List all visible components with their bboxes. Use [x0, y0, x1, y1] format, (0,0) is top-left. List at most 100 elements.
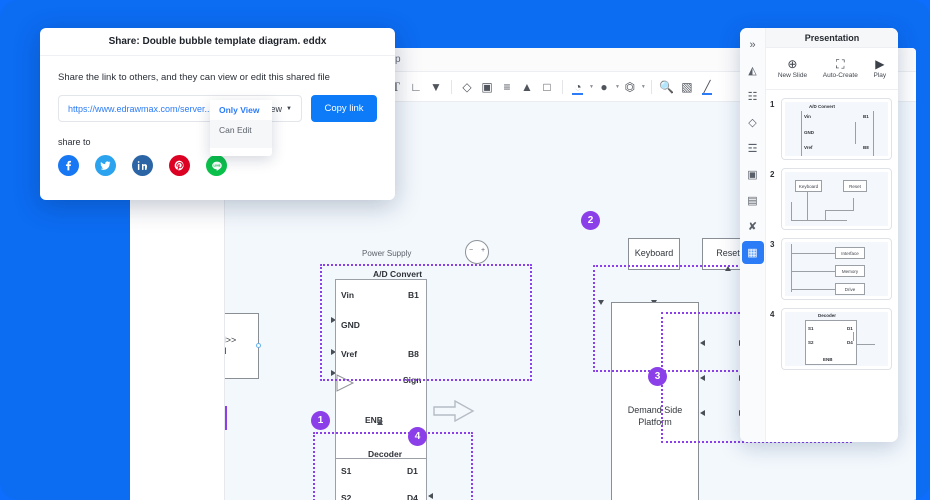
slide-number: 2 — [770, 170, 775, 179]
auto-create-label: Auto-Create — [822, 72, 858, 79]
arrow-icon — [377, 420, 383, 425]
thumb-label: GND — [804, 130, 814, 135]
image-frame-icon[interactable]: ▣ — [481, 79, 493, 94]
signal-node[interactable]: <<signal>> Signal — [225, 313, 259, 379]
slide-item[interactable]: 3 Interface Memory Drive — [770, 238, 892, 300]
screenshot-icon[interactable]: ▧ — [681, 79, 693, 94]
presentation-icon[interactable]: ▦ — [741, 241, 764, 264]
connector-icon[interactable]: ∟ — [410, 79, 422, 94]
fill-color-caret-icon[interactable]: ▼ — [589, 83, 594, 90]
slide-item[interactable]: 2 Keyboard Reset — [770, 168, 892, 230]
group-badge-4[interactable]: 4 — [408, 427, 427, 446]
slide-thumbnail-2[interactable]: Keyboard Reset — [781, 168, 892, 230]
play-icon: ▶ — [875, 57, 885, 71]
slide-thumb-content: Interface Memory Drive — [785, 242, 888, 296]
thumb-label: S2 — [808, 340, 814, 345]
slide-list[interactable]: 1 A/D Convert Vin B1 GND Vref B8 — [766, 90, 898, 442]
slide-thumb-content: Keyboard Reset — [785, 172, 888, 226]
pen-icon[interactable]: ▼ — [430, 79, 442, 94]
group-frame-1[interactable] — [320, 264, 532, 381]
thumb-label: D1 — [847, 326, 853, 331]
crop-icon[interactable]: ⏣ — [624, 79, 636, 94]
fill-color-icon[interactable]: ◔ — [568, 76, 588, 98]
collapse-chevrons-icon[interactable]: » — [749, 38, 756, 51]
resize-handle[interactable] — [256, 343, 261, 348]
flip-icon[interactable]: ▲ — [521, 79, 533, 94]
frame-icon[interactable]: □ — [543, 79, 551, 94]
group-frame-4[interactable] — [313, 432, 473, 500]
power-supply-plus: + — [481, 247, 486, 254]
chart-icon[interactable]: ▤ — [747, 195, 758, 207]
presentation-title: Presentation — [766, 28, 898, 48]
highlighter-icon[interactable]: ╱ — [701, 79, 712, 95]
layers-icon[interactable]: ◇ — [748, 117, 757, 129]
group-badge-1[interactable]: 1 — [311, 411, 330, 430]
linkedin-icon[interactable] — [132, 155, 153, 176]
arrow-icon — [428, 493, 433, 499]
thumb-keyboard: Keyboard — [795, 180, 822, 192]
pin-vref: Vref — [341, 349, 358, 359]
line-color-icon[interactable]: ● — [600, 79, 608, 94]
auto-create-icon: ⛶ — [836, 57, 845, 71]
permission-menu[interactable]: Only View Can Edit — [210, 100, 272, 156]
connect-icon[interactable]: ✘ — [747, 221, 758, 233]
fill-bucket-icon[interactable]: ◭ — [748, 65, 757, 77]
pin-b8: B8 — [408, 349, 419, 359]
pin-gnd: GND — [341, 320, 360, 330]
thumb-memory: Memory — [835, 265, 865, 277]
group-badge-2[interactable]: 2 — [581, 211, 600, 230]
block-arrow-icon — [433, 400, 475, 422]
pin-s1: S1 — [341, 466, 352, 476]
slide-thumbnail-3[interactable]: Interface Memory Drive — [781, 238, 892, 300]
thumb-label: ENB — [823, 357, 833, 362]
thumb-reset: Reset — [843, 180, 867, 192]
permission-option-can-edit[interactable]: Can Edit — [210, 120, 272, 140]
share-url-text[interactable]: https://www.edrawmax.com/server.. — [68, 103, 210, 114]
arrow-icon — [700, 375, 705, 381]
group-badge-3[interactable]: 3 — [648, 367, 667, 386]
share-to-label: share to — [58, 137, 91, 147]
permission-option-only-view[interactable]: Only View — [210, 100, 272, 120]
pinterest-icon[interactable] — [169, 155, 190, 176]
text-icon[interactable]: T — [392, 78, 400, 94]
slide-item[interactable]: 4 Decoder S1 D1 S2 D4 ENB — [770, 308, 892, 370]
decoder-node[interactable] — [335, 458, 427, 500]
auto-create-button[interactable]: ⛶ Auto-Create — [823, 58, 858, 79]
play-button[interactable]: ▶ Play — [873, 58, 886, 79]
presentation-content: Presentation ⊕ New Slide ⛶ Auto-Create ▶… — [766, 28, 898, 442]
pin-enb-ad: ENB — [365, 415, 383, 425]
thumb-drive: Drive — [835, 283, 865, 295]
panel-icon-rail: » ◭ ☷ ◇ ☲ ▣ ▤ ✘ ▦ — [740, 28, 766, 442]
thumb-title: Decoder — [818, 313, 837, 318]
power-supply-label: Power Supply — [362, 249, 412, 258]
slide-item[interactable]: 1 A/D Convert Vin B1 GND Vref B8 — [770, 98, 892, 160]
slide-thumbnail-1[interactable]: A/D Convert Vin B1 GND Vref B8 — [781, 98, 892, 160]
power-supply-symbol[interactable] — [465, 240, 489, 264]
zoom-icon[interactable]: 🔍 — [659, 79, 675, 94]
facebook-icon[interactable] — [58, 155, 79, 176]
pin-d4: D4 — [407, 493, 418, 500]
layers-icon[interactable]: ◇ — [462, 79, 472, 94]
new-slide-button[interactable]: ⊕ New Slide — [778, 58, 807, 79]
slide-thumb-content: A/D Convert Vin B1 GND Vref B8 — [785, 102, 888, 156]
demand-side-platform-node[interactable]: Demand Side Platform — [611, 302, 699, 500]
slide-thumbnail-4[interactable]: Decoder S1 D1 S2 D4 ENB — [781, 308, 892, 370]
keyboard-node[interactable]: Keyboard — [628, 238, 680, 270]
thumb-label: B8 — [863, 145, 869, 150]
thumb-label: Vin — [804, 114, 811, 119]
crop-caret-icon[interactable]: ▼ — [640, 83, 646, 90]
apps-grid-icon[interactable]: ☷ — [747, 91, 758, 103]
slide-thumb-content: Decoder S1 D1 S2 D4 ENB — [785, 312, 888, 366]
thumb-label: D4 — [847, 340, 853, 345]
image-icon[interactable]: ▣ — [747, 169, 758, 181]
align-left-icon[interactable]: ≡ — [503, 79, 511, 94]
line-color-caret-icon[interactable]: ▼ — [614, 83, 620, 90]
twitter-icon[interactable] — [95, 155, 116, 176]
platform-label: Demand Side Platform — [627, 405, 683, 427]
line-icon[interactable]: LINE — [206, 155, 227, 176]
presentation-panel: » ◭ ☷ ◇ ☲ ▣ ▤ ✘ ▦ Presentation ⊕ New Sli… — [740, 28, 898, 442]
notes-icon[interactable]: ☲ — [747, 143, 758, 155]
copy-link-button[interactable]: Copy link — [311, 95, 377, 122]
arrow-icon — [331, 370, 336, 376]
slide-number: 1 — [770, 100, 775, 109]
